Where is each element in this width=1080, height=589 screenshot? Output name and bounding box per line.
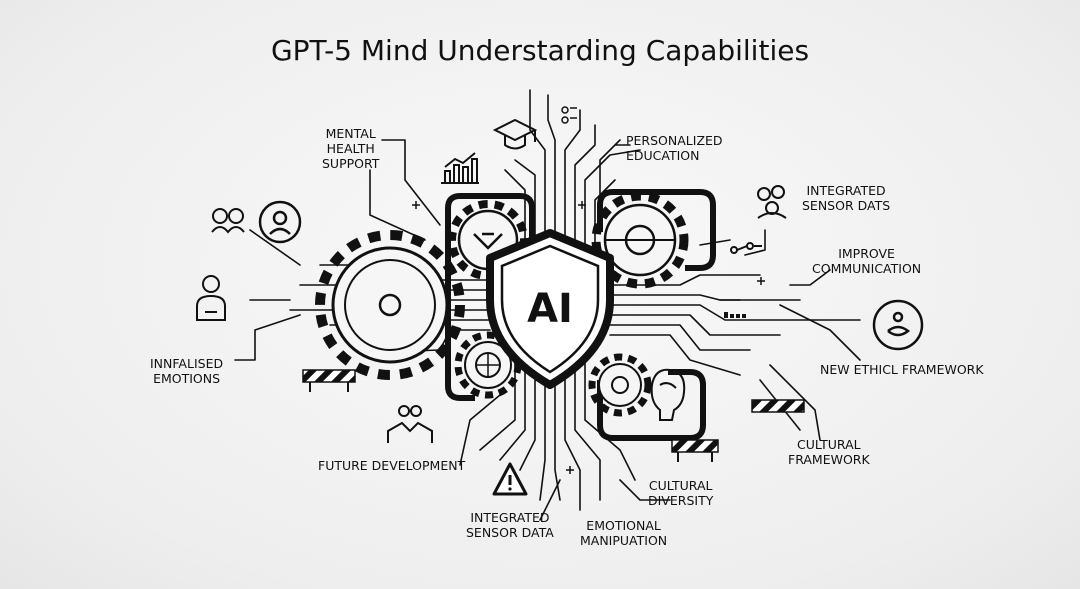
network-people-icon — [757, 185, 787, 219]
bar-chart-icon — [441, 152, 479, 184]
people-icon — [211, 208, 245, 234]
label-new-ethic-framework: NEW ETHICL FRAMEWORK — [820, 362, 984, 377]
handshake-icon — [387, 405, 433, 443]
plus-marks — [412, 201, 765, 474]
connector-dots-icon — [724, 312, 746, 318]
person-portrait-icon — [258, 200, 302, 244]
barrier-icon-left — [302, 369, 356, 392]
bioengineering-icon — [730, 242, 762, 254]
graduation-cap-icon — [492, 118, 538, 150]
diagram-title: GPT-5 Mind Understarding Capabilities — [270, 34, 810, 67]
gear-bottom-right — [588, 353, 652, 417]
gear-top-right — [591, 191, 689, 289]
label-future-development: FUTURE DEVELOPMENT — [318, 458, 466, 473]
warning-icon — [492, 462, 528, 496]
ai-badge-text: AI — [527, 286, 573, 332]
meditation-icon — [872, 299, 924, 351]
shield-icon: AI — [486, 229, 614, 389]
stack-icon — [561, 106, 577, 124]
barrier-icon-right-bottom — [671, 439, 719, 462]
gear-left-large — [315, 230, 465, 380]
brain-icon — [650, 368, 686, 421]
barrier-icon-right-top — [751, 399, 805, 413]
frame-brackets — [445, 189, 716, 441]
user-icon — [196, 275, 226, 321]
